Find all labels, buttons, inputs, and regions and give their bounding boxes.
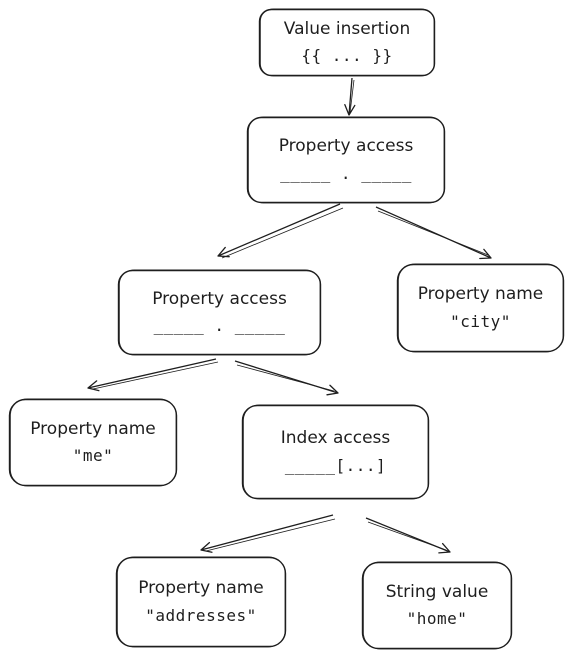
- node-box: [117, 269, 322, 356]
- node-title: Property access: [152, 288, 287, 309]
- node-box: [246, 116, 446, 204]
- node-title: String value: [385, 581, 489, 602]
- node-syntax: _____ . _____: [280, 163, 412, 183]
- node-box: [8, 398, 178, 487]
- node-property-access-mid: Property access _____ . _____: [117, 269, 322, 356]
- node-string-value-home: String value "home": [361, 561, 513, 650]
- node-value-insertion: Value insertion {{ ... }}: [258, 8, 436, 77]
- node-box: [241, 404, 430, 500]
- edge-property-access-to-index-access: [234, 360, 339, 396]
- node-value: "addresses": [145, 605, 257, 625]
- node-title: Property access: [278, 136, 414, 157]
- node-title: Index access: [280, 428, 391, 449]
- node-syntax: _____ . _____: [153, 316, 286, 336]
- edge-property-access-to-property-name-me: [87, 358, 219, 392]
- node-property-name-city: Property name "city": [396, 263, 565, 353]
- node-property-access-top: Property access _____ . _____: [246, 116, 446, 204]
- node-syntax: {{ ... }}: [301, 46, 393, 66]
- node-title: Property name: [417, 284, 544, 305]
- node-value: "home": [406, 609, 468, 629]
- node-value: "city": [450, 311, 511, 331]
- node-value: "me": [72, 446, 114, 466]
- node-title: Property name: [30, 418, 156, 439]
- node-property-name-addresses: Property name "addresses": [115, 556, 287, 648]
- edge-property-access-to-property-name-city: [375, 206, 492, 260]
- node-box: [361, 561, 513, 650]
- node-title: Value insertion: [283, 18, 411, 39]
- node-property-name-me: Property name "me": [8, 398, 178, 487]
- node-syntax: _____[...]: [284, 455, 387, 475]
- edge-index-access-to-string-value: [365, 517, 451, 554]
- node-title: Property name: [138, 578, 264, 599]
- node-box: [115, 556, 287, 648]
- node-box: [396, 263, 565, 353]
- edge-value-insertion-to-property-access: [344, 77, 356, 116]
- edge-property-access-to-property-access: [217, 203, 344, 259]
- edge-index-access-to-property-name-addresses: [200, 514, 336, 553]
- node-index-access: Index access _____[...]: [241, 404, 430, 500]
- node-box: [258, 8, 436, 77]
